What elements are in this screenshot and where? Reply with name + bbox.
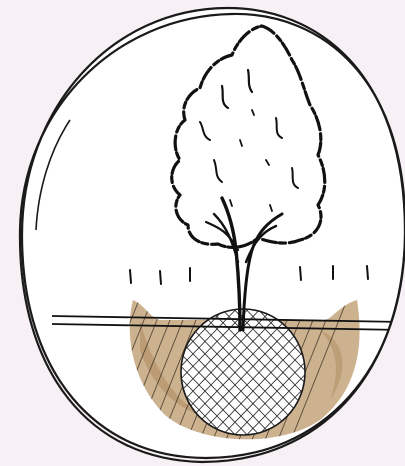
illustration-stage — [0, 0, 405, 466]
tree-planting-illustration — [0, 0, 405, 466]
